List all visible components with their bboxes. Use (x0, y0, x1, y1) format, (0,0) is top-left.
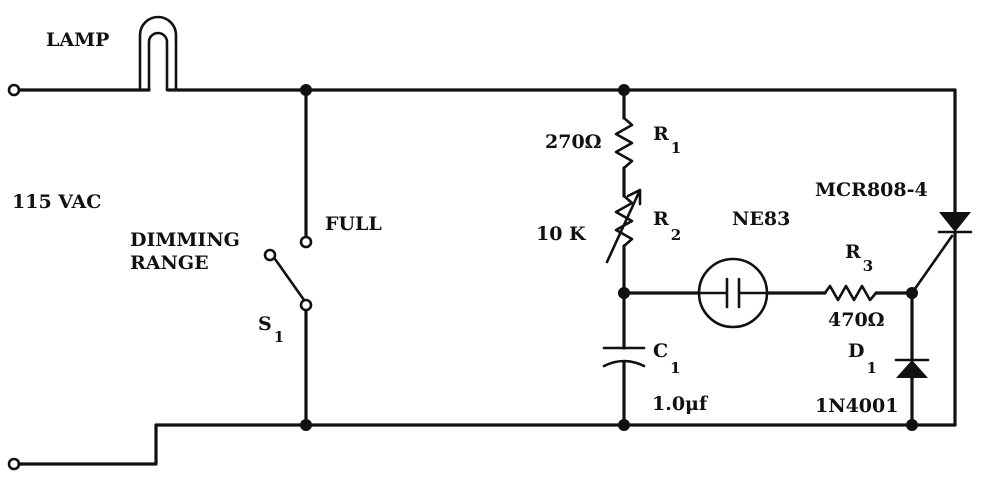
junction-middle (618, 287, 630, 299)
neon-lamp-ne83 (697, 257, 769, 329)
switch-full-contact (299, 235, 313, 249)
switch-blade (273, 257, 306, 302)
r3-value-label: 470Ω (828, 309, 885, 331)
range-label: RANGE (130, 252, 209, 274)
resistor-r2 (614, 194, 634, 248)
c1-value-label: 1.0μf (652, 393, 709, 415)
lamp-symbol (138, 15, 178, 92)
switch-dim-contact (263, 248, 277, 262)
scr-label: MCR808-4 (815, 179, 928, 201)
scr-mcr808 (910, 212, 973, 295)
r1-label: R1 (653, 123, 681, 157)
r2-wiper-arrow (605, 188, 642, 264)
junction-gate (906, 287, 918, 299)
r1-value-label: 270Ω (545, 131, 602, 153)
d1-part-label: 1N4001 (815, 395, 898, 417)
r2-label: R2 (653, 208, 681, 244)
junction-bottom-c1 (618, 419, 630, 431)
supply-label: 115 VAC (12, 191, 101, 213)
bottom-rail (17, 423, 957, 466)
junction-top-r1 (618, 84, 630, 96)
neon-label: NE83 (732, 208, 790, 230)
d1-label: D1 (848, 340, 877, 377)
junction-top-switch (300, 84, 312, 96)
r2-value-label: 10 K (536, 223, 587, 245)
switch-pivot (299, 298, 313, 312)
junction-bottom-switch (300, 419, 312, 431)
c1-label: C1 (653, 340, 681, 377)
resistor-r1 (614, 116, 634, 170)
resistor-r3 (823, 284, 878, 302)
s1-label: S1 (258, 313, 284, 346)
full-label: FULL (325, 213, 382, 235)
diode-d1 (894, 358, 930, 378)
r3-label: R3 (845, 241, 873, 275)
lamp-label: LAMP (46, 29, 109, 51)
junction-bottom-diode (906, 419, 918, 431)
dimming-label: DIMMING (130, 229, 240, 251)
